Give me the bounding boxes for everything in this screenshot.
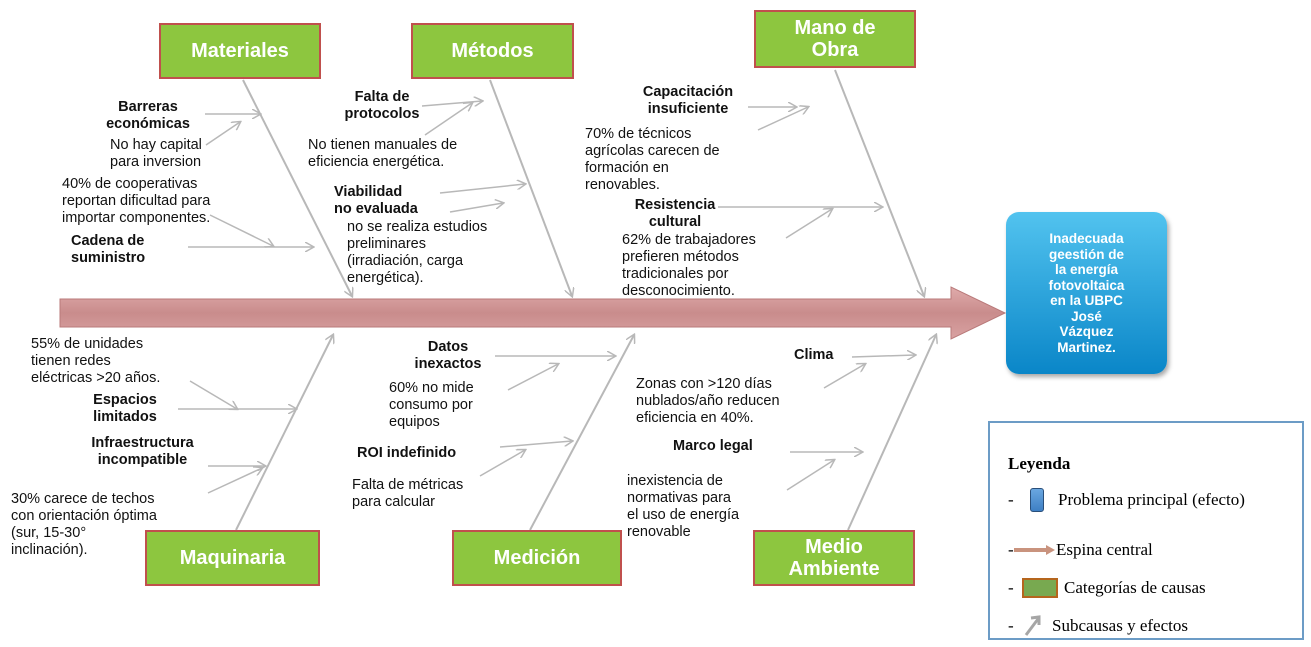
bone-mano-obra [834, 69, 924, 296]
cause-viabilidad-title: Viabilidad no evaluada [334, 184, 418, 217]
category-materiales: Materiales [159, 23, 321, 79]
legend-dash: - [1008, 616, 1014, 635]
legend-label: Espina central [1056, 540, 1153, 559]
legend-dash: - [1008, 540, 1014, 559]
sub-arrow [785, 209, 832, 239]
cause-cadena-title: Cadena de suministro [71, 233, 146, 266]
cause-infraestructura-title: Infraestructura incompatible [91, 435, 194, 468]
cause-resistencia-detail: 62% de trabajadores prefieren métodos tr… [622, 232, 756, 299]
legend-label: Subcausas y efectos [1052, 616, 1188, 635]
cause-roi-title: ROI indefinido [357, 445, 457, 461]
category-medio-ambiente: Medio Ambiente [753, 530, 915, 586]
legend-item-spine: - Espina central [1008, 537, 1153, 563]
sub-arrow [479, 450, 525, 477]
cause-capacitacion-detail: 70% de técnicos agrícolas carecen de for… [585, 126, 720, 193]
category-mano-obra: Mano de Obra [754, 10, 916, 68]
legend: Leyenda - Problema principal (efecto) - … [988, 421, 1304, 640]
cause-capacitacion-title: Capacitación insuficiente [642, 84, 734, 117]
sub-arrow [499, 441, 572, 448]
cause-falta-protocolos-title: Falta de protocolos [344, 89, 420, 122]
bone-medio-ambiente [847, 335, 936, 531]
cause-marco-title: Marco legal [673, 438, 753, 454]
sub-arrow [823, 364, 865, 389]
legend-label: Problema principal (efecto) [1058, 490, 1245, 509]
sub-arrow [205, 122, 240, 146]
cause-falta-protocolos-detail: No tienen manuales de eficiencia energét… [308, 137, 458, 170]
cause-clima-detail: Zonas con >120 días nublados/año reducen… [636, 376, 780, 426]
sub-arrow [209, 214, 273, 246]
sub-arrow [207, 468, 262, 494]
bone-maquinaria [235, 335, 333, 531]
bone-medicion [529, 335, 634, 531]
sub-arrow [786, 460, 834, 491]
cause-techos-detail: 30% carece de techos con orientación ópt… [11, 491, 157, 558]
category-swatch-icon [1022, 578, 1058, 598]
effect-swatch-icon [1030, 488, 1044, 512]
subcause-arrow-icon [1024, 615, 1041, 636]
cause-barreras-detail: No hay capital para inversion [110, 137, 202, 170]
sub-arrow [851, 355, 915, 357]
sub-arrow [424, 103, 472, 136]
cause-espacios-title: Espacios limitados [93, 392, 157, 425]
cause-cooperativas-detail: 40% de cooperativas reportan dificultad … [62, 176, 211, 226]
cause-clima-title: Clima [794, 347, 834, 363]
cause-redes-detail: 55% de unidades tienen redes eléctricas … [31, 336, 161, 386]
category-medicion: Medición [452, 530, 622, 586]
cause-marco-detail: inexistencia de normativas para el uso d… [627, 473, 740, 540]
sub-arrow [189, 380, 237, 409]
legend-item-category: - Categorías de causas [1008, 575, 1206, 601]
cause-resistencia-title: Resistencia cultural [634, 197, 716, 230]
cause-roi-detail: Falta de métricas para calcular [352, 477, 464, 510]
central-spine-arrow [59, 286, 1007, 340]
legend-title: Leyenda [1008, 454, 1071, 473]
legend-dash: - [1008, 490, 1014, 509]
spine-arrow-icon [1014, 545, 1055, 555]
effect-box: Inadecuada geestión de la energía fotovo… [1006, 212, 1167, 374]
legend-item-subcause: - Subcausas y efectos [1008, 613, 1188, 639]
legend-label: Categorías de causas [1064, 578, 1206, 597]
sub-arrow [507, 364, 558, 391]
category-metodos: Métodos [411, 23, 574, 79]
legend-dash: - [1008, 578, 1014, 597]
cause-datos-detail: 60% no mide consumo por equipos [389, 380, 474, 430]
cause-viabilidad-detail: no se realiza estudios preliminares (irr… [347, 219, 488, 286]
cause-barreras-title: Barreras económicas [106, 99, 190, 132]
category-maquinaria: Maquinaria [145, 530, 320, 586]
cause-datos-title: Datos inexactos [414, 339, 482, 372]
sub-arrow [439, 184, 525, 194]
bone-metodos [489, 79, 572, 296]
sub-arrow [449, 203, 503, 213]
legend-item-effect: - Problema principal (efecto) [1008, 487, 1245, 513]
sub-arrow [757, 107, 808, 131]
